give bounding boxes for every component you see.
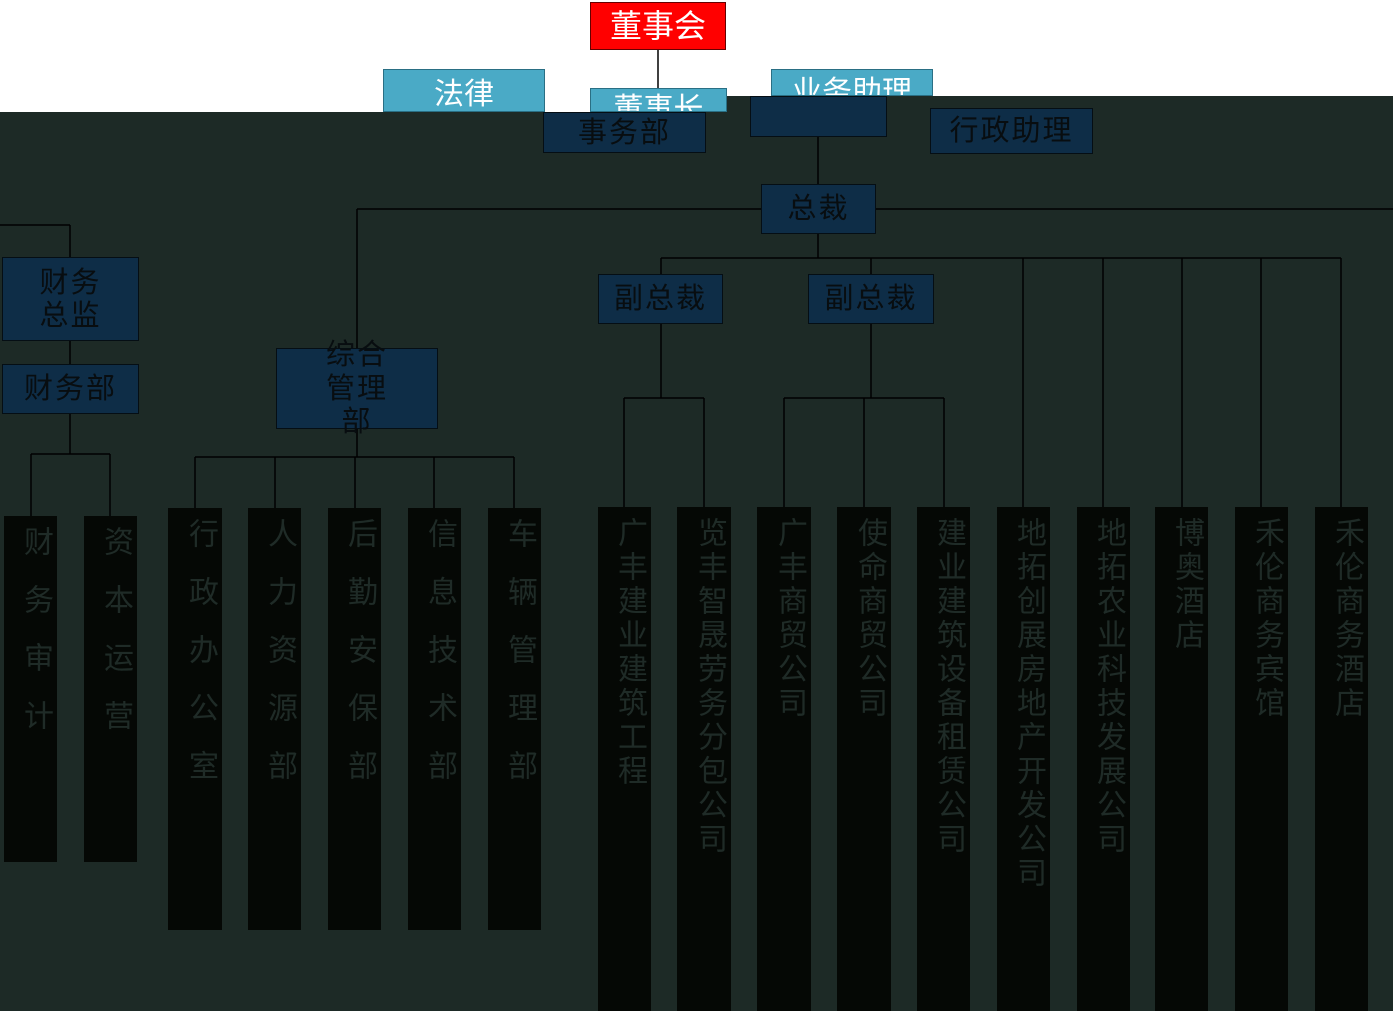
company-label: 地拓农业科技发展公司	[1091, 517, 1126, 857]
dept-label: 行政办公室	[183, 518, 218, 808]
finance-director-label: 财务总监	[39, 264, 102, 332]
dept-column: 资本运营	[84, 516, 137, 862]
company-label: 建业建筑设备租赁公司	[931, 517, 966, 857]
vp-right-label: 副总裁	[824, 281, 918, 316]
dept-column: 信息技术部	[408, 508, 461, 930]
president-label: 总裁	[787, 191, 850, 226]
chairman-label: 董事长	[613, 92, 704, 112]
dept-label: 人力资源部	[262, 518, 297, 808]
chairman-lower-box	[750, 96, 887, 137]
company-label: 地拓创展房地产开发公司	[1011, 517, 1046, 891]
company-column: 使命商贸公司	[837, 507, 891, 1011]
company-label: 博奥酒店	[1169, 517, 1204, 653]
chairman-box: 董事长	[590, 88, 727, 112]
company-label: 广丰商贸公司	[772, 517, 807, 721]
vp-left-label: 副总裁	[613, 281, 707, 316]
company-column: 广丰商贸公司	[757, 507, 811, 1011]
board-label: 董事会	[609, 6, 706, 45]
dept-column: 人力资源部	[248, 508, 301, 930]
finance-dept-box: 财务部	[2, 364, 139, 414]
legal-sub-label: 事务部	[577, 114, 671, 149]
company-label: 览丰智晟劳务分包公司	[692, 517, 727, 857]
dept-column: 财务审计	[4, 516, 57, 862]
company-column: 览丰智晟劳务分包公司	[677, 507, 731, 1011]
dept-label: 财务审计	[18, 526, 53, 758]
company-column: 地拓创展房地产开发公司	[997, 507, 1050, 1011]
company-column: 博奥酒店	[1155, 507, 1208, 1011]
finance-dept-label: 财务部	[23, 371, 117, 406]
general-mgmt-label: 综合管理部	[325, 337, 388, 439]
company-column: 禾伦商务酒店	[1315, 507, 1368, 1011]
dept-column: 后勤安保部	[328, 508, 381, 930]
business-assistant-label: 业务助理	[792, 75, 912, 96]
legal-sub-box: 事务部	[543, 112, 706, 153]
legal-label: 法律	[434, 77, 494, 112]
company-column: 广丰建业建筑工程	[598, 507, 651, 1011]
dept-column: 行政办公室	[168, 508, 222, 930]
vp-right-box: 副总裁	[808, 274, 934, 324]
vp-left-box: 副总裁	[598, 274, 723, 324]
company-label: 禾伦商务宾馆	[1249, 517, 1284, 721]
company-column: 建业建筑设备租赁公司	[917, 507, 970, 1011]
company-label: 禾伦商务酒店	[1329, 517, 1364, 721]
company-column: 禾伦商务宾馆	[1235, 507, 1288, 1011]
legal-box: 法律	[383, 69, 545, 112]
dept-label: 后勤安保部	[342, 518, 377, 808]
dept-label: 信息技术部	[422, 518, 457, 808]
dept-label: 资本运营	[98, 526, 133, 758]
dept-label: 车辆管理部	[502, 518, 537, 808]
dept-column: 车辆管理部	[488, 508, 541, 930]
company-label: 使命商贸公司	[852, 517, 887, 721]
company-label: 广丰建业建筑工程	[612, 517, 647, 789]
company-column: 地拓农业科技发展公司	[1077, 507, 1130, 1011]
finance-director-box: 财务总监	[2, 257, 139, 341]
admin-assistant-label: 行政助理	[949, 113, 1074, 148]
business-assistant-box: 业务助理	[771, 69, 933, 96]
admin-assistant-box: 行政助理	[930, 108, 1093, 154]
board-box: 董事会	[590, 2, 726, 50]
president-box: 总裁	[761, 184, 876, 234]
general-mgmt-box: 综合管理部	[276, 338, 438, 438]
